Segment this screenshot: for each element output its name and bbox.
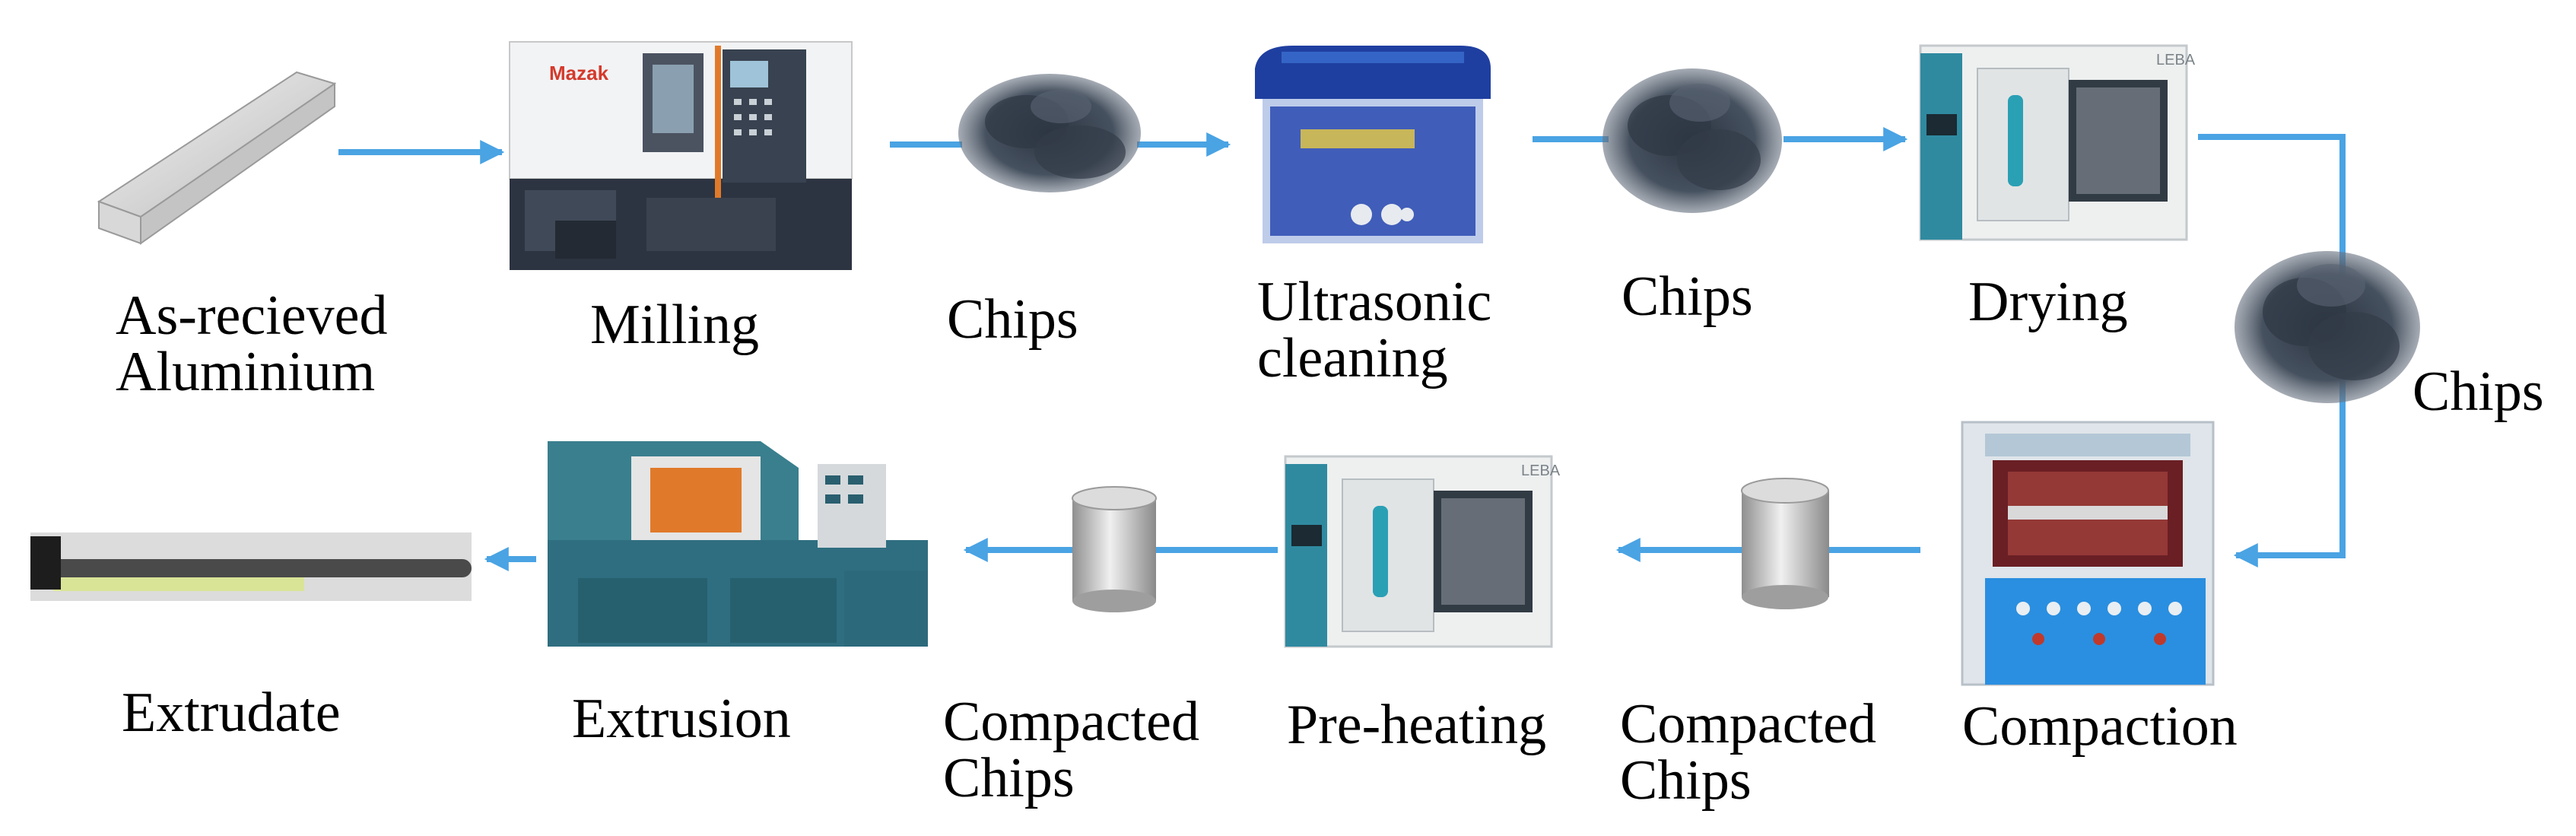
label-compacted-2-line-1: Compacted <box>1620 693 1877 755</box>
aluminium-bar-image <box>97 71 337 245</box>
label-compacted-1-line-2: Chips <box>943 747 1075 809</box>
mazak-logo: Mazak <box>549 62 609 84</box>
svg-text:LEBA: LEBA <box>1521 463 1561 479</box>
label-pre-heating: Pre-heating <box>1287 694 1547 756</box>
label-drying: Drying <box>1968 271 2128 333</box>
label-chips-3: Chips <box>2412 361 2544 423</box>
label-compacted-2-line-2: Chips <box>1620 749 1752 812</box>
label-ultrasonic-line-1: Ultrasonic <box>1257 271 1492 333</box>
extrudate-image <box>30 532 472 601</box>
label-compaction: Compaction <box>1962 695 2238 758</box>
ultrasonic-cleaner-image <box>1255 46 1491 243</box>
compacted-chips-image-2 <box>1741 478 1829 609</box>
chips-image-1 <box>958 74 1141 192</box>
label-as-received-line-1: As-recieved <box>116 284 388 347</box>
label-ultrasonic-line-2: cleaning <box>1257 327 1448 389</box>
compaction-press-image <box>1961 421 2215 686</box>
label-chips-1: Chips <box>947 288 1078 351</box>
label-extrudate: Extrudate <box>122 682 341 744</box>
label-chips-2: Chips <box>1622 265 1753 328</box>
drying-oven-image: LEBA <box>1919 44 2196 241</box>
label-extrusion: Extrusion <box>572 688 791 750</box>
preheating-oven-image: LEBA <box>1284 455 1561 648</box>
label-compacted-chips-1: Compacted Chips <box>943 694 1199 806</box>
compacted-chips-image-1 <box>1072 486 1157 612</box>
svg-text:LEBA: LEBA <box>2156 52 2196 68</box>
chips-image-2 <box>1602 68 1782 213</box>
label-compacted-1-line-1: Compacted <box>943 691 1200 753</box>
chips-image-3 <box>2235 251 2420 403</box>
label-compacted-chips-2: Compacted Chips <box>1620 696 1876 809</box>
label-as-received-line-2: Aluminium <box>116 341 376 403</box>
label-as-received-aluminium: As-recieved Aluminium <box>116 288 387 400</box>
label-milling: Milling <box>590 294 760 356</box>
extrusion-press-image <box>548 441 928 647</box>
milling-machine-image <box>509 41 853 270</box>
label-ultrasonic-cleaning: Ultrasonic cleaning <box>1257 274 1491 386</box>
